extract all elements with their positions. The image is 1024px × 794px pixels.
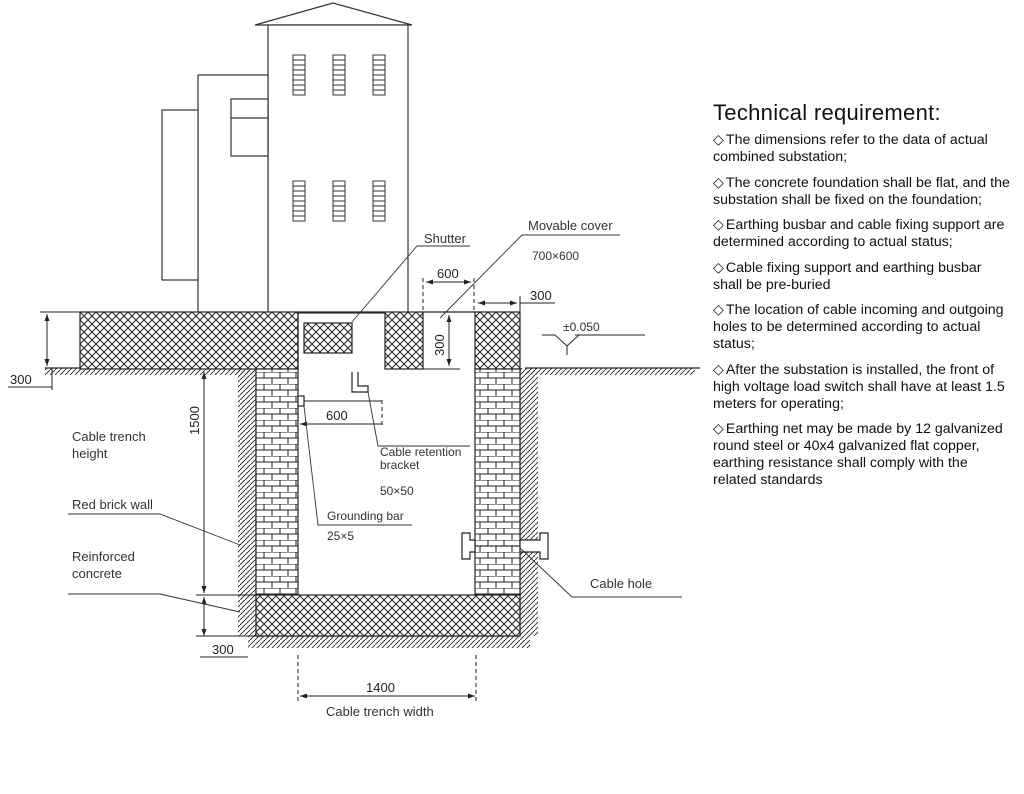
- label-cable-trench-width: Cable trench width: [326, 704, 434, 719]
- louver-top-1: [292, 54, 306, 96]
- requirement-item: ◇The concrete foundation shall be flat, …: [713, 175, 1013, 209]
- louver-bottom-2: [332, 180, 346, 222]
- label-cable-trench-height-2: height: [72, 446, 108, 461]
- label-bracket-size: 50×50: [380, 484, 414, 498]
- reinforced-concrete-bottom: [255, 594, 521, 637]
- technical-requirements-title: Technical requirement:: [713, 100, 941, 125]
- dim-cover-depth: 300: [432, 334, 447, 356]
- requirement-item: ◇The location of cable incoming and outg…: [713, 302, 1013, 353]
- requirement-item: ◇Earthing net may be made by 12 galvaniz…: [713, 421, 1013, 489]
- label-reinforced-concrete-1: Reinforced: [72, 549, 135, 564]
- label-cable-retention-2: bracket: [380, 458, 420, 472]
- requirement-text: The dimensions refer to the data of actu…: [713, 132, 988, 165]
- requirement-text: After the substation is installed, the f…: [713, 361, 1005, 412]
- louver-top-3: [372, 54, 386, 96]
- diamond-bullet-icon: ◇: [713, 132, 724, 148]
- label-elevation: ±0.050: [563, 320, 600, 334]
- substation-building: [161, 2, 413, 314]
- red-brick-wall-left: [255, 368, 299, 596]
- requirement-item: ◇Cable fixing support and earthing busba…: [713, 260, 1013, 294]
- foundation-slab-right: [474, 311, 521, 370]
- requirement-text: The location of cable incoming and outgo…: [713, 302, 1004, 352]
- requirement-item: ◇After the substation is installed, the …: [713, 362, 1013, 413]
- diamond-bullet-icon: ◇: [713, 361, 724, 378]
- technical-requirements-list: ◇The dimensions refer to the data of act…: [713, 132, 1013, 489]
- label-cable-retention-1: Cable retention: [380, 445, 461, 459]
- grounding-bar: [297, 395, 305, 407]
- soil-hatching: [45, 368, 695, 648]
- dim-wall-thickness: 300: [530, 288, 552, 303]
- label-movable-cover-size: 700×600: [532, 249, 579, 263]
- dim-trench-height: 1500: [187, 406, 202, 435]
- requirement-text: Earthing net may be made by 12 galvanize…: [713, 421, 1003, 488]
- red-brick-wall-right: [474, 368, 521, 596]
- label-movable-cover: Movable cover: [528, 218, 613, 233]
- foundation-slab-middle: [384, 311, 424, 370]
- label-red-brick-wall: Red brick wall: [72, 497, 153, 512]
- diamond-bullet-icon: ◇: [713, 302, 724, 318]
- ventilation-louvers: [292, 54, 386, 222]
- label-grounding-bar-size: 25×5: [327, 529, 354, 543]
- foundation-slab-left: [79, 311, 299, 370]
- label-grounding-bar: Grounding bar: [327, 509, 404, 523]
- cable-retention-bracket: [351, 372, 369, 393]
- dim-cover-width: 600: [437, 266, 459, 281]
- louver-top-2: [332, 54, 346, 96]
- requirement-item: ◇The dimensions refer to the data of act…: [713, 132, 1013, 166]
- requirement-text: Cable fixing support and earthing busbar…: [713, 259, 982, 293]
- label-reinforced-concrete-2: concrete: [72, 566, 122, 581]
- label-cable-trench-height-1: Cable trench: [72, 429, 146, 444]
- requirement-text: The concrete foundation shall be flat, a…: [713, 174, 1010, 208]
- dim-bottom-slab: 300: [212, 642, 234, 657]
- diamond-bullet-icon: ◇: [713, 421, 724, 437]
- diamond-bullet-icon: ◇: [713, 259, 724, 276]
- dim-bracket-length: 600: [326, 408, 348, 423]
- diamond-bullet-icon: ◇: [713, 174, 724, 191]
- diamond-bullet-icon: ◇: [713, 217, 724, 233]
- requirement-text: Earthing busbar and cable fixing support…: [713, 217, 1005, 250]
- louver-bottom-1: [292, 180, 306, 222]
- louver-bottom-3: [372, 180, 386, 222]
- shutter: [303, 322, 353, 354]
- dim-trench-width: 1400: [366, 680, 395, 695]
- building-roof: [254, 2, 413, 26]
- technical-requirements: Technical requirement: ◇The dimensions r…: [713, 100, 1013, 498]
- requirement-item: ◇Earthing busbar and cable fixing suppor…: [713, 217, 1013, 251]
- cable-hole: [461, 532, 549, 560]
- label-cable-hole: Cable hole: [590, 576, 652, 591]
- building-side-panel: [161, 109, 199, 281]
- label-shutter: Shutter: [424, 231, 467, 246]
- building-side-window: [230, 98, 269, 157]
- dim-foundation-thickness: 300: [10, 372, 32, 387]
